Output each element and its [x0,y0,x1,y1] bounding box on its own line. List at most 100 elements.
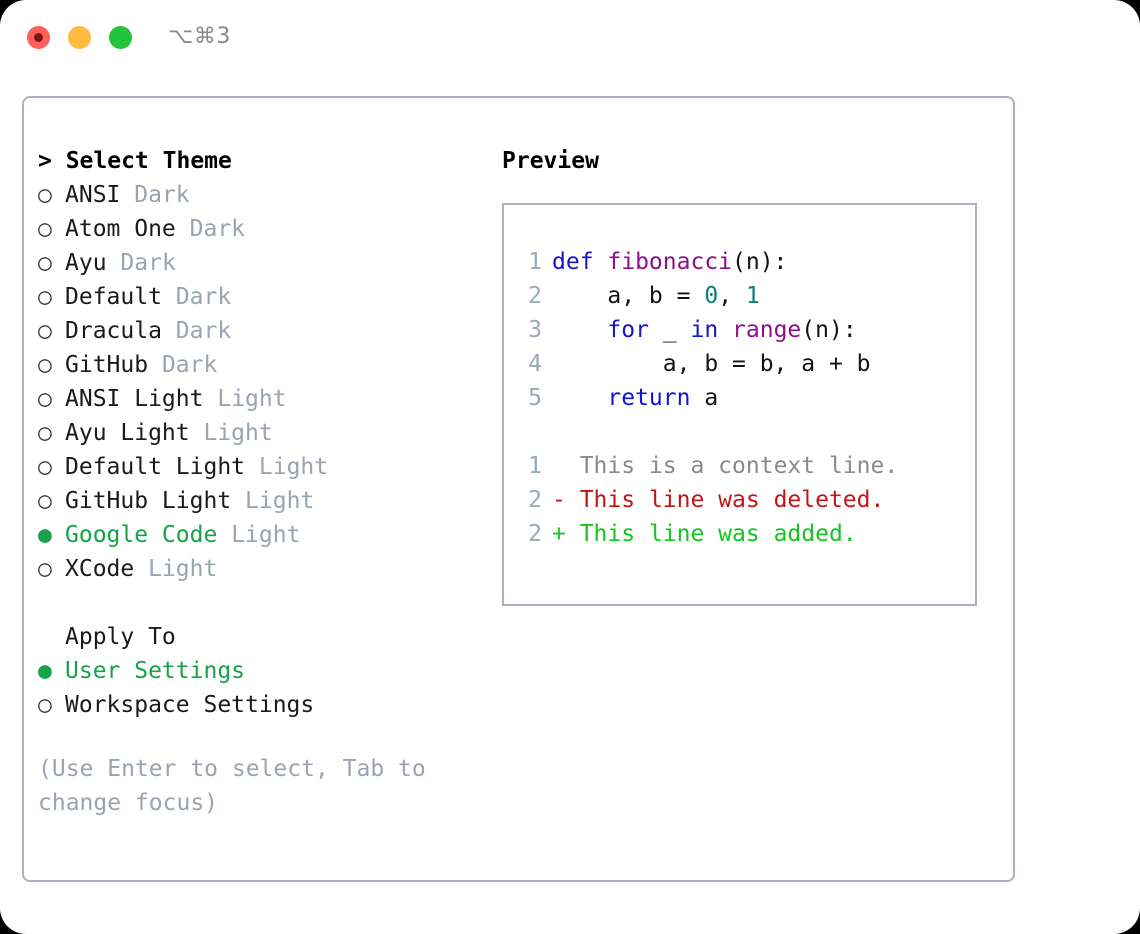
diff-line-add: 2 + This line was added. [516,517,898,551]
code-token: def [552,249,608,275]
radio-selected-icon: ● [38,522,52,548]
radio-unselected-icon: ○ [38,488,52,514]
radio-selected-icon: ● [38,658,52,684]
radio-unselected-icon: ○ [38,352,52,378]
apply-to-label: Apply To [65,624,176,650]
radio-unselected-icon: ○ [38,420,52,446]
line-number: 2 [528,521,542,547]
theme-option-label: Ayu [65,250,107,276]
theme-option-google-code[interactable]: ●Google Code Light [38,518,488,552]
radio-unselected-icon: ○ [38,318,52,344]
theme-variant-badge: Dark [161,352,218,378]
theme-option-ayu[interactable]: ○ Ayu Dark [38,246,488,280]
theme-picker-column: > Select Theme ○ANSI Dark○Atom One Dark○… [38,144,488,820]
theme-option-label: Default [65,284,162,310]
radio-unselected-icon: ○ [38,692,52,718]
theme-variant-badge: Dark [189,216,246,242]
code-token: 0 [704,283,719,309]
code-line: 5 return a [516,381,898,415]
theme-option-label: Atom One [65,216,176,242]
code-token [552,385,607,411]
radio-unselected-icon: ○ [38,454,52,480]
radio-unselected-icon: ○ [38,182,52,208]
diff-sign [552,453,580,479]
theme-option-dracula[interactable]: ○ Dracula Dark [38,314,488,348]
code-line: 1 def fibonacci(n): [516,245,898,279]
code-token: for [607,317,649,343]
theme-list[interactable]: ○ANSI Dark○Atom One Dark○Ayu Dark○Defaul… [38,178,488,586]
code-diff-separator [516,415,898,449]
preview-title: Preview [502,148,599,174]
theme-variant-badge: Dark [120,250,176,276]
theme-option-ansi[interactable]: ○ANSI Dark [38,178,488,212]
code-token: a, b = [552,283,705,309]
theme-option-github[interactable]: ○ GitHub Dark [38,348,488,382]
theme-option-xcode[interactable]: ○XCode Light [38,552,488,586]
theme-option-label: Default Light [65,454,246,480]
theme-variant-badge: Light [148,556,218,582]
apply-to-option-user-settings[interactable]: ● User Settings [38,654,488,688]
diff-text: This is a context line. [579,453,899,479]
radio-unselected-icon: ○ [38,556,52,582]
theme-option-label: GitHub [65,352,149,378]
maximize-button[interactable] [109,26,132,49]
code-token: fibonacci [607,249,733,275]
theme-option-label: ANSI Light [65,386,204,412]
radio-unselected-icon: ○ [38,386,52,412]
theme-option-ansi-light[interactable]: ○ ANSI Light Light [38,382,488,416]
line-number: 4 [528,351,542,377]
theme-variant-badge: Dark [175,318,232,344]
theme-option-ayu-light[interactable]: ○Ayu Light Light [38,416,488,450]
theme-variant-badge: Light [258,454,329,480]
list-spacer [38,586,488,620]
line-number: 3 [528,317,542,343]
theme-option-label: Dracula [65,318,162,344]
apply-to-option-label: User Settings [65,658,246,684]
code-token: a, b = b, a + b [552,351,871,377]
theme-variant-badge: Light [245,488,315,514]
code-token: range [732,317,802,343]
code-line: 3 for _ in range(n): [516,313,898,347]
theme-variant-badge: Light [217,386,287,412]
theme-option-default-light[interactable]: ○ Default Light Light [38,450,488,484]
apply-to-option-workspace-settings[interactable]: ○Workspace Settings [38,688,488,722]
title-bar: ⌥⌘3 [0,0,1140,78]
code-token [718,317,732,343]
code-token: _ [648,317,691,343]
code-token: return [607,385,691,411]
theme-option-github-light[interactable]: ○GitHub Light Light [38,484,488,518]
diff-text: This line was deleted. [579,487,885,513]
line-number: 5 [528,385,542,411]
keyboard-hint: (Use Enter to select, Tab to change focu… [38,756,440,816]
theme-option-atom-one[interactable]: ○ Atom One Dark [38,212,488,246]
window-controls [27,26,132,49]
code-token: (n): [801,317,857,343]
diff-line-del: 2- This line was deleted. [516,483,898,517]
code-token: in [690,317,719,343]
theme-option-default[interactable]: ○Default Dark [38,280,488,314]
minimize-button[interactable] [68,26,91,49]
theme-option-label: Ayu Light [65,420,190,446]
code-token: a [690,385,719,411]
code-token [552,317,607,343]
radio-unselected-icon: ○ [38,250,52,276]
diff-text: This line was added. [579,521,857,547]
apply-to-list[interactable]: ● User Settings ○Workspace Settings [38,654,488,722]
diff-sign: - [552,487,580,513]
radio-unselected-icon: ○ [38,284,52,310]
radio-unselected-icon: ○ [38,216,52,242]
line-number: 1 [528,249,542,275]
theme-option-label: Google Code [65,522,218,548]
diff-sign: + [552,521,580,547]
code-token: (n): [732,249,788,275]
line-number: 1 [528,453,542,479]
keyboard-shortcut-label: ⌥⌘3 [168,24,231,49]
code-line: 4 a, b = b, a + b [516,347,898,381]
select-theme-header: > Select Theme [38,148,232,174]
close-button[interactable] [27,26,50,49]
line-number: 2 [528,487,542,513]
